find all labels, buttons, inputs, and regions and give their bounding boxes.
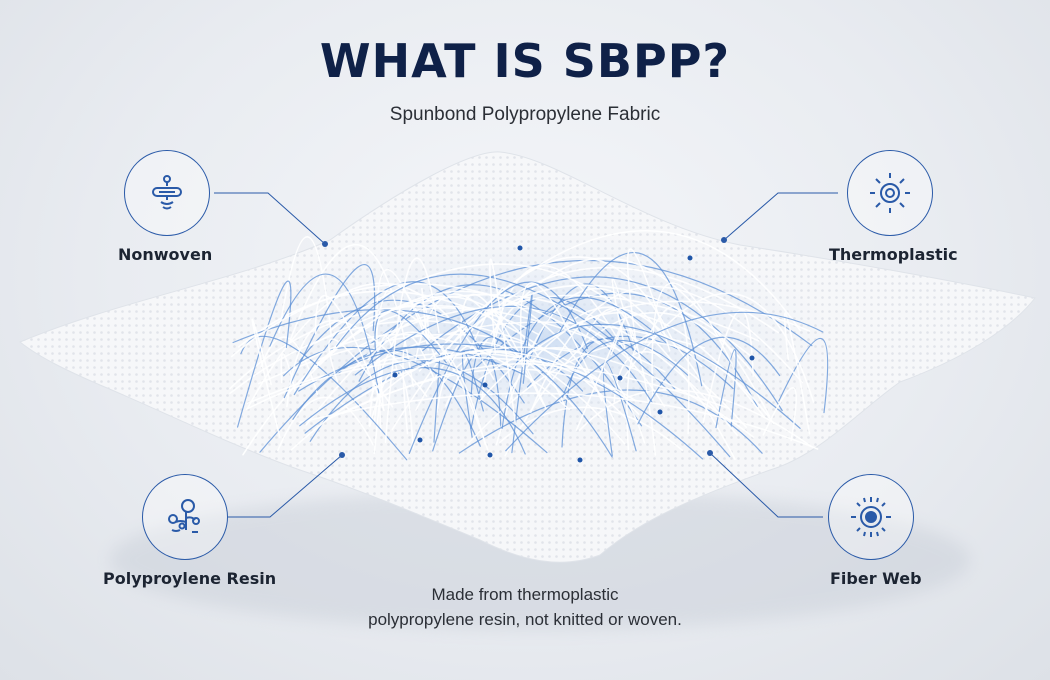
- fiber-strand: [328, 338, 394, 408]
- fiber-strand: [246, 282, 495, 409]
- page-subtitle: Spunbond Polypropylene Fabric: [389, 104, 661, 125]
- fiber-strand: [715, 349, 737, 429]
- fiber-strand: [305, 314, 465, 426]
- fiber-strand: [433, 359, 441, 443]
- fiber-strand: [367, 331, 487, 446]
- fiber-node: [687, 255, 693, 261]
- fiber-strand: [578, 389, 812, 447]
- fiber-strand: [269, 273, 380, 394]
- fiber-strand: [501, 296, 668, 429]
- fiber-strand: [277, 396, 374, 452]
- fiber-strand: [384, 257, 440, 444]
- fiber-strand: [461, 350, 484, 438]
- fiber-strand: [783, 312, 811, 435]
- fiber-strand: [762, 387, 798, 442]
- fiber-strand: [290, 346, 755, 451]
- fiber-strand: [278, 236, 332, 336]
- fiber-strand: [778, 337, 829, 414]
- fiber-strand: [354, 305, 653, 404]
- caption-line-1: Made from thermoplastic: [431, 585, 619, 604]
- fiber-strand: [283, 264, 376, 399]
- fiber-strand: [229, 320, 526, 395]
- fiber-node: [577, 457, 583, 463]
- fiber-strand: [355, 306, 666, 408]
- fiber-strand: [375, 269, 427, 347]
- fiber-node: [517, 245, 523, 251]
- fiber-node: [482, 382, 488, 388]
- fiber-strand: [309, 293, 738, 436]
- fiber-strand: [470, 296, 623, 430]
- thermoplastic-icon: [847, 150, 933, 236]
- page-title: WHAT IS SBPP?: [319, 34, 731, 88]
- fiber-strand: [240, 335, 408, 461]
- nonwoven-icon: [124, 150, 210, 236]
- fiber-strand: [511, 293, 533, 454]
- fiber-strand: [415, 266, 779, 411]
- fiber-node: [749, 355, 755, 361]
- fiber-strand: [251, 318, 281, 439]
- fiber-strand: [286, 319, 428, 408]
- fiber-strand: [644, 305, 690, 435]
- fiber-strand: [245, 356, 730, 410]
- caption-line-2: polypropylene resin, not knitted or wove…: [368, 610, 682, 629]
- fiber-strand: [299, 392, 819, 450]
- fiber-strand: [495, 287, 664, 446]
- leader-lines: [214, 192, 838, 518]
- fiber-strand: [288, 243, 414, 387]
- fiber-strand: [313, 290, 616, 423]
- fiber-web-icon: [828, 474, 914, 560]
- fiber-strand: [475, 292, 758, 408]
- fiber-strand: [230, 283, 603, 358]
- fiber-strand: [299, 367, 526, 455]
- fiber-node: [417, 437, 423, 443]
- fiber-node: [657, 409, 663, 415]
- fiber-node: [392, 372, 398, 378]
- fiber-strand: [422, 276, 783, 412]
- caption: Made from thermoplastic polypropylene re…: [0, 582, 1050, 632]
- feature-label-nonwoven: Nonwoven: [118, 245, 213, 264]
- fiber-strand: [519, 282, 603, 402]
- fiber-strand: [559, 252, 703, 387]
- fiber-strand: [421, 288, 429, 346]
- fiber-strand: [314, 294, 385, 412]
- fiber-strand: [637, 336, 781, 425]
- fiber-strand: [439, 284, 756, 360]
- fiber-strand: [458, 389, 763, 454]
- fiber-node: [617, 375, 623, 381]
- fiber-strand: [505, 311, 824, 452]
- feature-label-fiber-web: Fiber Web: [830, 569, 922, 588]
- fiber-strand: [489, 258, 517, 426]
- fiber-strand: [651, 282, 735, 401]
- fiber-strand: [242, 307, 540, 456]
- feature-label-thermoplastic: Thermoplastic: [829, 245, 958, 264]
- feature-label-resin: Polyproylene Resin: [103, 569, 277, 588]
- fiber-strand: [575, 318, 626, 431]
- fiber-strand: [530, 285, 804, 413]
- resin-icon: [142, 474, 228, 560]
- fiber-strand: [443, 351, 626, 445]
- fiber-strand: [292, 346, 524, 420]
- fiber-strand: [499, 406, 684, 451]
- fiber-node: [487, 452, 493, 458]
- fiber-strand: [237, 280, 292, 428]
- fiber-strand: [232, 309, 613, 458]
- fiber-strand: [626, 248, 671, 352]
- fiber-strand: [511, 323, 801, 429]
